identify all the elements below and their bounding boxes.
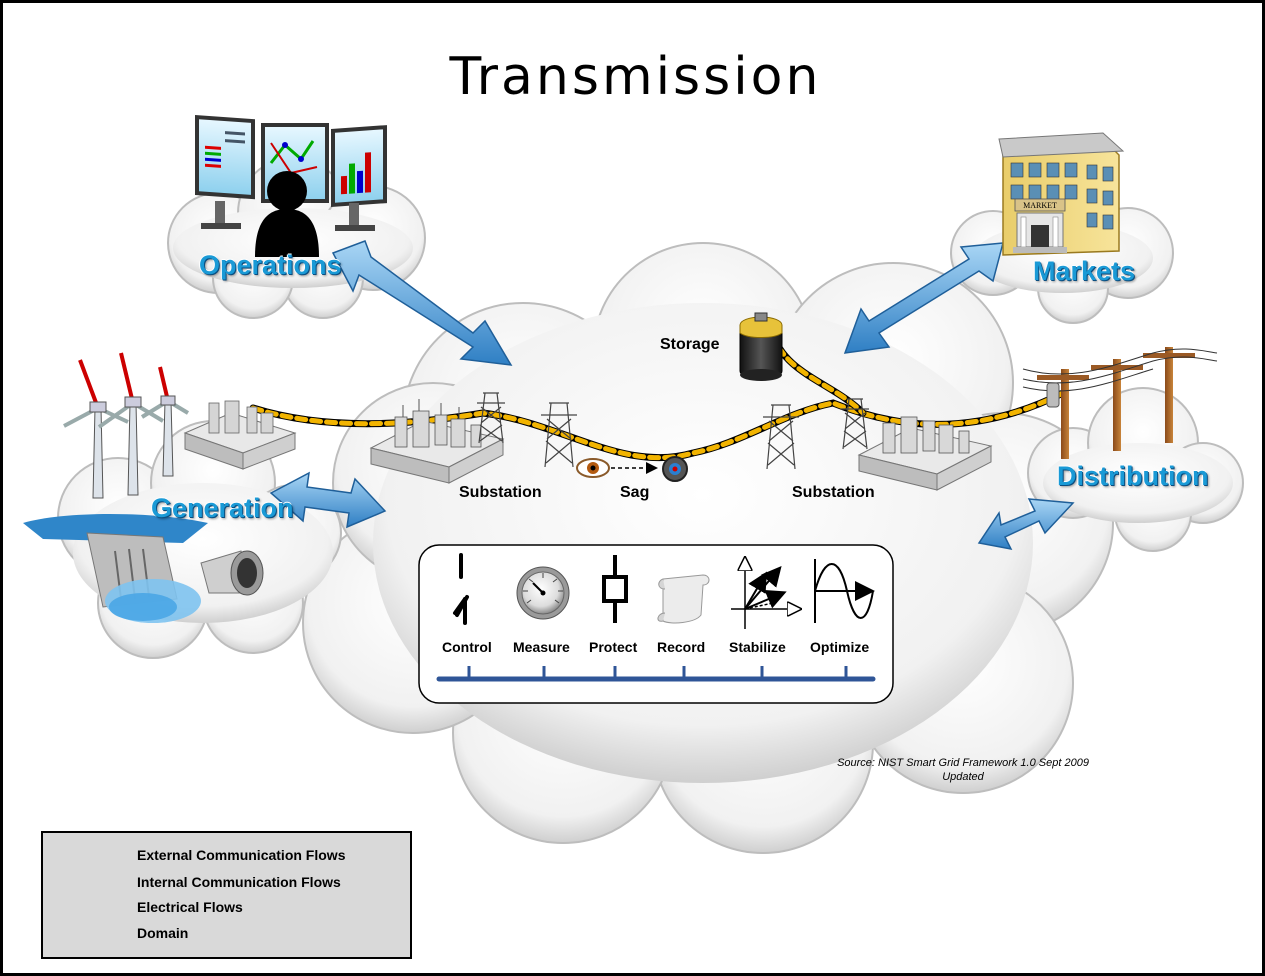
external-flow-generation	[269, 471, 387, 529]
domain-label-distribution: Distribution	[1057, 461, 1209, 491]
turbine-engine-icon	[200, 550, 264, 596]
diagram-title: Transmission	[449, 47, 822, 107]
operations-monitors-icon	[195, 115, 387, 257]
sag-eye-icon	[576, 458, 610, 478]
substation-right-icon	[857, 416, 993, 491]
source-line-1: Source: NIST Smart Grid Framework 1.0 Se…	[837, 757, 1089, 769]
internal-communication-bus	[436, 666, 876, 682]
legend-label-internal: Internal Communication Flows	[137, 874, 341, 890]
legend-label-electrical: Electrical Flows	[137, 899, 243, 915]
function-label-optimize: Optimize	[810, 639, 870, 655]
substation-left-icon	[369, 399, 505, 484]
domain-label-operations: Operations	[199, 250, 342, 280]
phasor-stabilize-icon	[731, 559, 799, 629]
sine-optimize-icon	[814, 559, 875, 623]
function-label-record: Record	[657, 639, 706, 655]
market-building-icon: MARKET	[998, 132, 1125, 256]
record-scroll-icon	[657, 574, 710, 624]
legend-label-domain: Domain	[137, 925, 189, 941]
function-label-control: Control	[442, 639, 492, 655]
legend-label-external: External Communication Flows	[137, 847, 346, 863]
storage-label: Storage	[660, 336, 720, 353]
svg-text:MARKET: MARKET	[1023, 201, 1057, 210]
hydro-dam-icon	[23, 514, 208, 623]
switch-blade-icon	[455, 595, 469, 617]
transmission-towers-icon	[477, 392, 869, 470]
substation-left-label: Substation	[459, 484, 542, 501]
external-flow-distribution	[977, 498, 1075, 551]
pressure-gauge-icon	[516, 566, 570, 620]
breaker-symbol-icon	[602, 555, 628, 623]
sag-label: Sag	[620, 484, 650, 501]
wind-turbines-icon	[63, 352, 190, 499]
substation-right-label: Substation	[792, 484, 875, 501]
function-label-measure: Measure	[513, 639, 570, 655]
source-note: Source: NIST Smart Grid Framework 1.0 Se…	[793, 756, 1133, 784]
source-line-2: Updated	[942, 771, 984, 783]
domain-label-generation: Generation	[151, 493, 294, 523]
external-flow-markets	[843, 242, 1004, 354]
function-label-stabilize: Stabilize	[729, 639, 786, 655]
storage-battery-icon	[739, 312, 783, 381]
diagram-artwork: MARKET	[23, 115, 1244, 943]
distribution-poles-icon	[1022, 347, 1218, 459]
external-flow-operations	[331, 240, 513, 366]
legend-box	[41, 831, 412, 959]
domain-label-markets: Markets	[1033, 256, 1136, 286]
sag-sensor-icon	[662, 456, 688, 482]
generation-substation-icon	[183, 400, 297, 470]
function-label-protect: Protect	[589, 639, 638, 655]
